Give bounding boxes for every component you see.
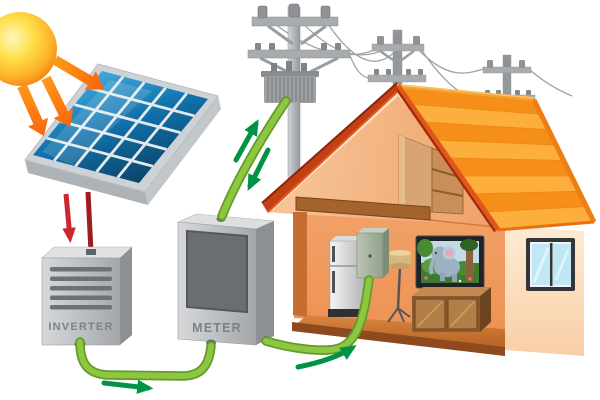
wire-inverter-to-meter	[75, 337, 216, 381]
attic-partition	[398, 134, 433, 213]
meter-screen	[186, 229, 248, 314]
inverter-vents	[50, 267, 112, 310]
attic-ledge	[295, 196, 431, 221]
panel-cells	[33, 71, 208, 183]
panel-grid	[46, 75, 195, 179]
roof-trim	[394, 84, 597, 233]
wire-meter-to-pole	[217, 96, 291, 221]
house	[261, 82, 597, 356]
sun-ray-icon	[17, 84, 49, 136]
television	[415, 235, 485, 289]
cabinet	[412, 287, 491, 332]
insulators-top	[257, 3, 331, 19]
sun-rays	[17, 55, 104, 136]
flow-arrow-up-icon	[233, 119, 259, 163]
flow-arrow-into-house-icon	[295, 345, 357, 370]
solar-panel	[24, 63, 221, 205]
meter-label: METER	[192, 321, 242, 335]
insulators-lower	[255, 43, 341, 50]
sun	[0, 12, 57, 86]
flow-arrow-right-icon	[101, 379, 154, 394]
inverter: INVERTER	[41, 246, 133, 348]
tv-screen	[417, 239, 479, 283]
ac-wires	[75, 96, 374, 381]
window	[526, 238, 575, 291]
sun-ray-icon	[52, 55, 104, 91]
floor-lamp	[387, 250, 411, 323]
breaker-panel	[356, 228, 389, 279]
floor-front-edge	[292, 322, 505, 356]
dc-flow-arrows	[62, 191, 94, 253]
wire-meter-to-house	[261, 275, 374, 355]
meter: METER	[176, 213, 276, 347]
roof-left-eave	[261, 82, 398, 213]
sun-ray-icon	[41, 75, 74, 127]
flow-arrow-down-icon	[247, 147, 271, 191]
utility-pole-2	[367, 29, 427, 93]
room-left-wall	[293, 212, 307, 317]
utility-pole-1	[247, 3, 351, 180]
energy-flow-arrows	[101, 119, 357, 394]
inverter-label: INVERTER	[48, 321, 113, 333]
transformer	[261, 61, 319, 103]
